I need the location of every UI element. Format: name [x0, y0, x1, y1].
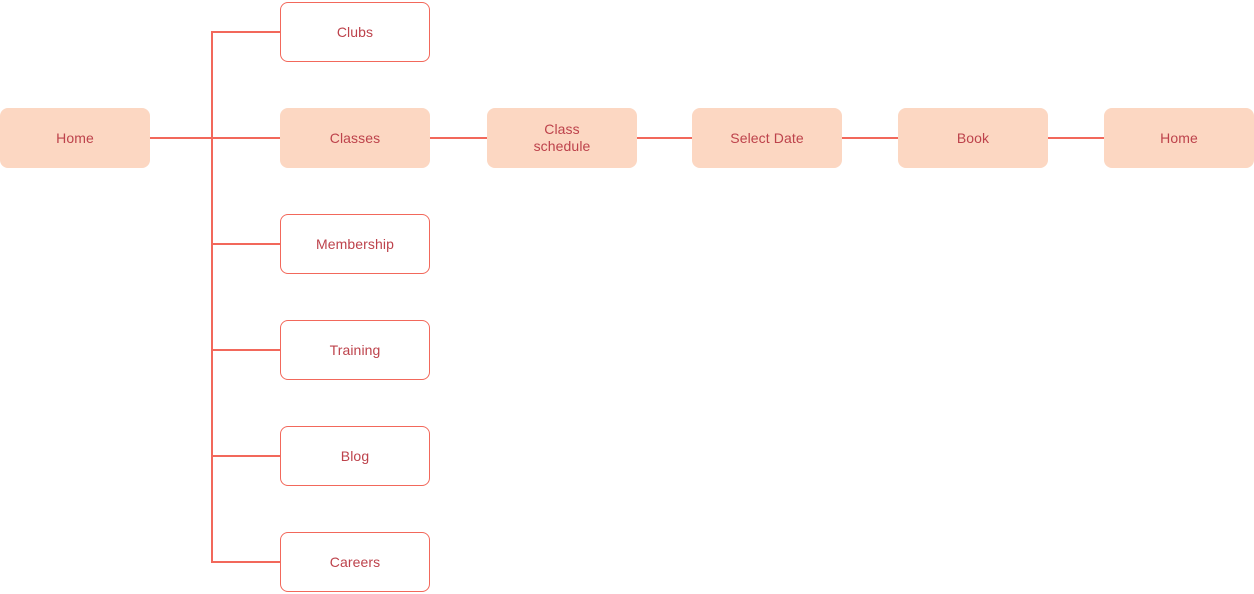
- node-label: Classes: [329, 129, 381, 146]
- node-label: Class schedule: [533, 121, 591, 154]
- node-select-date[interactable]: Select Date: [692, 108, 842, 168]
- node-label: Training: [329, 341, 381, 358]
- node-label: Membership: [315, 235, 395, 252]
- node-class-schedule[interactable]: Class schedule: [487, 108, 637, 168]
- node-label: Blog: [340, 447, 370, 464]
- node-classes[interactable]: Classes: [280, 108, 430, 168]
- connector-trunk-to-training: [212, 349, 281, 351]
- connector-select-date-to-book: [842, 137, 898, 139]
- connector-class-schedule-to-select-date: [637, 137, 692, 139]
- node-label: Home: [1160, 129, 1198, 146]
- node-label: Home: [56, 129, 94, 146]
- connector-trunk-to-membership: [212, 243, 281, 245]
- connector-trunk-to-careers: [212, 561, 281, 563]
- node-home[interactable]: Home: [0, 108, 150, 168]
- node-label: Clubs: [336, 23, 374, 40]
- node-home-2[interactable]: Home: [1104, 108, 1254, 168]
- connector-home-to-trunk: [150, 137, 281, 139]
- connector-book-to-home-2: [1048, 137, 1104, 139]
- node-careers[interactable]: Careers: [280, 532, 430, 592]
- node-label: Careers: [329, 553, 381, 570]
- connector-classes-to-class-schedule: [430, 137, 487, 139]
- connector-trunk-to-blog: [212, 455, 281, 457]
- node-clubs[interactable]: Clubs: [280, 2, 430, 62]
- node-blog[interactable]: Blog: [280, 426, 430, 486]
- node-label: Select Date: [730, 129, 804, 146]
- connector-trunk-to-clubs: [212, 31, 281, 33]
- node-book[interactable]: Book: [898, 108, 1048, 168]
- node-membership[interactable]: Membership: [280, 214, 430, 274]
- node-label: Book: [956, 129, 990, 146]
- node-training[interactable]: Training: [280, 320, 430, 380]
- connector-branch-trunk: [211, 31, 213, 563]
